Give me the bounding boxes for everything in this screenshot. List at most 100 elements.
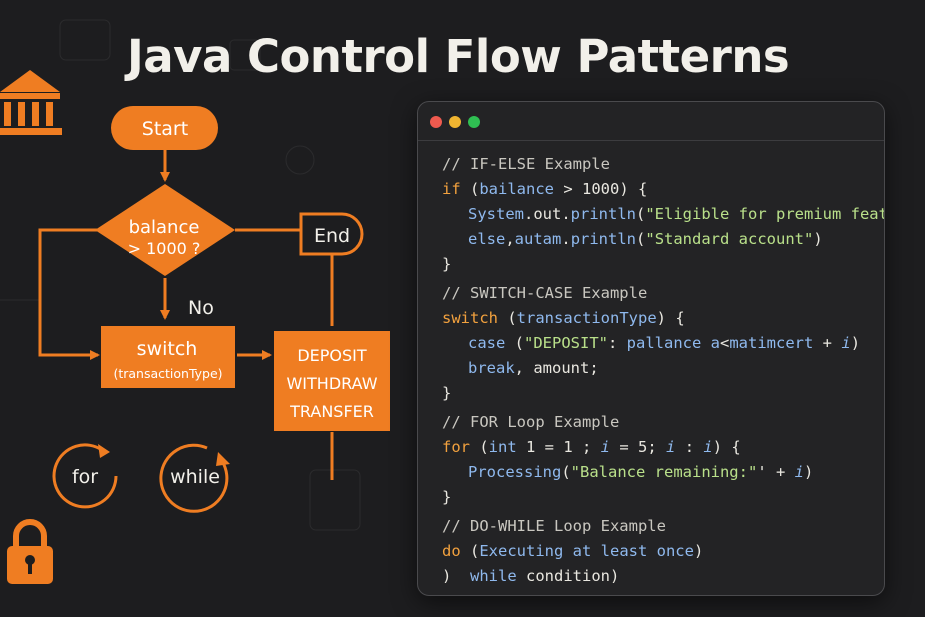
code-line-if-end: } (442, 255, 452, 273)
code-token: "Standard account" (645, 230, 814, 248)
case-deposit-label: DEPOSIT (297, 346, 367, 365)
for-label: for (72, 466, 98, 488)
while-label: while (170, 466, 220, 488)
code-token: ) (813, 230, 823, 248)
code-token: ) (442, 567, 470, 585)
code-token: ( (505, 334, 524, 352)
code-line-else: else,autam.println("Standard account") (442, 227, 884, 252)
code-token: break (468, 359, 515, 377)
decision-node: balance > 1000 ? (95, 184, 235, 276)
code-block: // IF-ELSE Example if (bailance > 1000) … (442, 152, 884, 589)
code-token: if (442, 180, 461, 198)
switch-node: switch (transactionType) (101, 326, 235, 388)
code-token: println (570, 230, 637, 248)
code-line-println-premium: System.out.println("Eligible for premium… (442, 202, 884, 227)
code-editor-window: // IF-ELSE Example if (bailance > 1000) … (417, 101, 885, 596)
code-token: + (813, 334, 842, 352)
code-token: "DEPOSIT" (524, 334, 608, 352)
window-titlebar (418, 102, 884, 141)
cases-node: DEPOSIT WITHDRAW TRANSFER (274, 331, 390, 431)
code-token: case (468, 334, 506, 352)
code-token: pallance a (626, 334, 720, 352)
code-token: ( (470, 438, 489, 456)
code-token: i (666, 438, 676, 456)
code-token: ( (636, 230, 646, 248)
code-token: : (675, 438, 704, 456)
code-token: bailance (479, 180, 554, 198)
code-token: ( (561, 463, 571, 481)
code-token: ( (460, 180, 480, 198)
no-label: No (188, 297, 214, 319)
code-token: System (468, 205, 524, 223)
start-node: Start (111, 106, 218, 150)
bank-icon (0, 70, 62, 135)
code-line-if: if (bailance > 1000) { (442, 177, 884, 202)
code-token: . (561, 230, 571, 248)
do-while-comment: // DO-WHILE Loop Example (442, 517, 666, 535)
code-token: ) (693, 542, 704, 560)
decision-left-loop-arrow (38, 228, 100, 360)
code-token: ( (498, 309, 517, 327)
code-token: Executing at least once (479, 542, 694, 560)
code-token: else (468, 230, 506, 248)
code-token: "Eligible for premium features" (645, 205, 885, 223)
code-token: switch (442, 309, 498, 327)
code-token: condition) (516, 567, 620, 585)
page-title: Java Control Flow Patterns (127, 30, 790, 83)
for-loop-comment: // FOR Loop Example (442, 413, 620, 431)
code-token: i (794, 463, 804, 481)
code-token: println (570, 205, 636, 223)
code-token: > 1000) { (554, 180, 648, 198)
code-token: "Balance remaining:" (570, 463, 758, 481)
code-token: transactionType (516, 309, 657, 327)
code-token: i (600, 438, 611, 456)
start-label: Start (142, 118, 188, 140)
code-token: ' + (757, 463, 795, 481)
code-token: ) { (656, 309, 685, 327)
code-token: i (703, 438, 713, 456)
flowchart: Start balance > 1000 ? No End switch (tr… (0, 70, 390, 584)
minimize-window-button[interactable] (449, 116, 461, 128)
code-token: Processing (468, 463, 562, 481)
code-token: i (841, 334, 851, 352)
code-line-processing: Processing("Balance remaining:"' + i) (442, 460, 884, 485)
padlock-icon (7, 519, 53, 584)
code-line-break: break, amount; (442, 356, 884, 381)
close-window-button[interactable] (430, 116, 442, 128)
code-token: autam (514, 230, 562, 248)
code-token: int (488, 438, 517, 456)
code-token: ( (636, 205, 646, 223)
for-loop-node: for (52, 443, 118, 509)
code-token: ( (460, 542, 480, 560)
code-line-while: ) while condition) (442, 564, 884, 589)
code-token: matimcert (729, 334, 814, 352)
end-label: End (314, 225, 350, 247)
switch-label-line1: switch (137, 338, 198, 360)
case-transfer-label: TRANSFER (289, 402, 374, 421)
while-loop-node: while (159, 443, 230, 513)
end-node: End (299, 212, 364, 256)
decision-label-line1: balance (129, 217, 200, 238)
code-token: .out. (524, 205, 571, 223)
code-token: : (608, 334, 627, 352)
code-token: , amount; (514, 359, 599, 377)
code-line-for-end: } (442, 488, 452, 506)
code-token: ) (850, 334, 861, 352)
code-line-case: case ("DEPOSIT": pallance a<matimcert + … (442, 331, 884, 356)
code-token: , (505, 230, 515, 248)
code-line-switch-end: } (442, 384, 452, 402)
code-token: ) (803, 463, 814, 481)
code-token: do (442, 542, 461, 560)
code-line-for: for (int 1 = 1 ; i = 5; i : i) { (442, 435, 884, 460)
code-token: 1 = 1 ; (516, 438, 601, 456)
maximize-window-button[interactable] (468, 116, 480, 128)
case-withdraw-label: WITHDRAW (286, 374, 377, 393)
code-token: < (720, 334, 730, 352)
if-else-comment: // IF-ELSE Example (442, 155, 610, 173)
code-token: for (442, 438, 470, 456)
switch-case-comment: // SWITCH-CASE Example (442, 284, 648, 302)
switch-label-line2: (transactionType) (113, 366, 222, 381)
code-line-do: do (Executing at least once) (442, 539, 884, 564)
code-token: while (470, 567, 517, 585)
